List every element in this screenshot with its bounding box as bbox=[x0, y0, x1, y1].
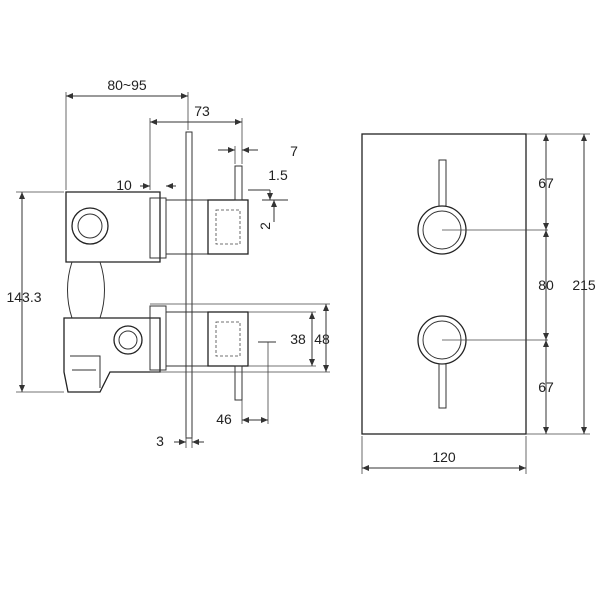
dim-step: 1.5 bbox=[268, 167, 288, 183]
lower-inlet-port bbox=[113, 325, 143, 355]
dim-wall-gap: 10 bbox=[116, 177, 132, 193]
dim-front-offset: 73 bbox=[194, 103, 210, 119]
upper-inlet-port bbox=[71, 207, 109, 245]
lower-handle-hub bbox=[207, 311, 249, 367]
wall-plate bbox=[185, 131, 193, 439]
dim-plate-width: 120 bbox=[432, 449, 456, 465]
dim-centre-spacing: 80 bbox=[538, 277, 554, 293]
dim-side-height: 143.3 bbox=[6, 289, 41, 305]
dim-lever-reach: 46 bbox=[216, 411, 232, 427]
upper-handle-hub bbox=[207, 199, 249, 255]
upper-lever-front bbox=[438, 159, 447, 207]
dim-handle-width: 7 bbox=[290, 143, 298, 159]
front-view: 67 80 67 215 120 bbox=[361, 133, 596, 474]
dim-plate-thickness: 3 bbox=[156, 433, 164, 449]
dim-top-spacing: 67 bbox=[538, 175, 554, 191]
cover-plate bbox=[361, 133, 527, 435]
dim-flange-width: 48 bbox=[314, 331, 330, 347]
lower-cartridge bbox=[165, 311, 209, 367]
lower-lever-front bbox=[438, 363, 447, 409]
dim-bottom-spacing: 67 bbox=[538, 379, 554, 395]
upper-collar bbox=[149, 197, 167, 259]
upper-lever bbox=[234, 165, 243, 201]
dim-gap: 2 bbox=[257, 222, 273, 230]
dim-depth-range: 80~95 bbox=[107, 77, 147, 93]
side-view: 80~95 73 7 10 1.5 2 143.3 bbox=[6, 77, 330, 449]
valve-body bbox=[63, 191, 167, 393]
lower-lever bbox=[234, 365, 243, 401]
upper-cartridge bbox=[165, 199, 209, 255]
lower-collar bbox=[149, 305, 167, 371]
dim-plate-height: 215 bbox=[572, 277, 596, 293]
dim-body-width: 38 bbox=[290, 331, 306, 347]
